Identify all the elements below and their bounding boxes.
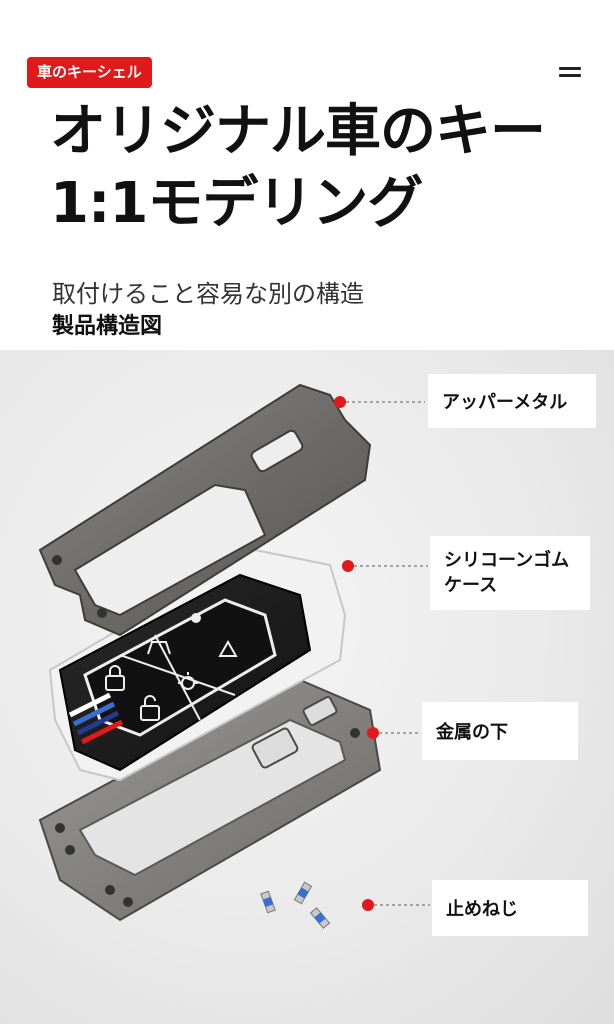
callout-silicone-pointer (342, 560, 428, 572)
section-heading: 製品構造図 (52, 314, 163, 339)
screws (260, 881, 331, 929)
trunk-icon (147, 641, 171, 655)
callout-lower-metal-pointer (367, 727, 420, 739)
light-icon (178, 672, 198, 690)
upper-metal-plate (38, 383, 372, 637)
category-badge: 車のキーシェル (27, 57, 152, 88)
exploded-view-illustration (38, 383, 430, 929)
callout-screws: 止めねじ (432, 880, 588, 936)
silicone-case (48, 548, 347, 782)
title-line-1: オリジナル車のキー (50, 99, 546, 164)
subtitle: 取付けること容易な別の構造 (52, 280, 364, 308)
callout-upper-metal: アッパーメタル (428, 374, 596, 428)
panic-icon (191, 613, 201, 623)
callout-lower-metal: 金属の下 (422, 702, 578, 760)
callout-silicone-line-1: シリコーンゴム (444, 550, 570, 571)
lower-metal-plate (38, 678, 382, 922)
title-line-2: 1:1モデリング (50, 171, 423, 236)
unlock-icon (140, 695, 160, 721)
lock-icon (105, 665, 125, 691)
product-structure-diagram: アッパーメタル シリコーンゴム ケース 金属の下 止めねじ (0, 350, 614, 1024)
callout-upper-metal-pointer (334, 396, 425, 408)
play-icon (218, 639, 238, 657)
callout-screws-pointer (362, 899, 430, 911)
callout-silicone-line-2: ケース (444, 575, 498, 596)
callout-silicone-case: シリコーンゴム ケース (430, 536, 590, 610)
page-title: オリジナル車のキー 1:1モデリング (50, 96, 610, 240)
menu-icon[interactable] (559, 67, 583, 81)
